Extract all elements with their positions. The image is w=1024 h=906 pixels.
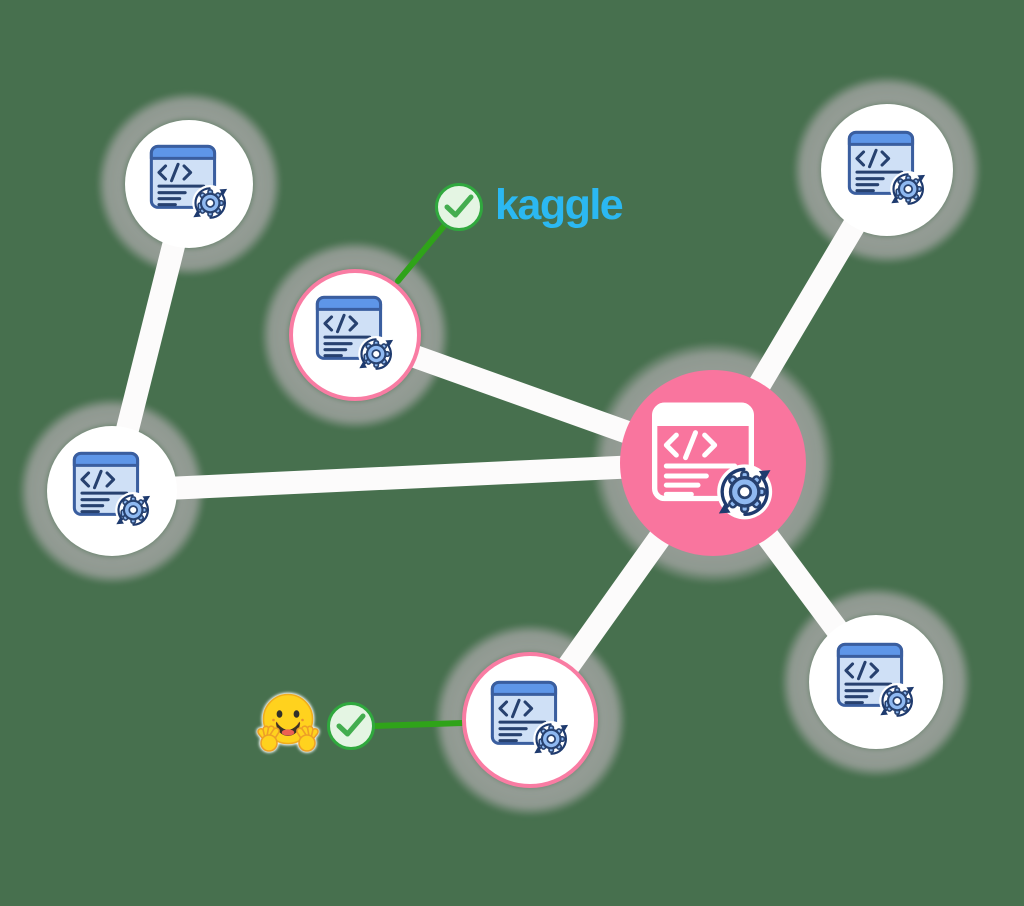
- model-node-top-left: [125, 120, 253, 248]
- model-node-left: [47, 426, 177, 556]
- checkmark-icon: [336, 713, 366, 737]
- connector-line-kaggle: [395, 223, 447, 284]
- huggingface-verified-check-icon: [327, 702, 375, 750]
- connector-line-huggingface: [372, 720, 465, 729]
- central-model-node: [620, 370, 806, 556]
- kaggle-verified-check-icon: [435, 183, 483, 231]
- checkmark-icon: [444, 194, 474, 218]
- huggingface-model-node: [462, 652, 598, 788]
- model-node-top-right: [821, 104, 953, 236]
- kaggle-logo-text: kaggle: [495, 181, 624, 229]
- edge-left-center: [100, 451, 725, 503]
- hugging-face-emoji-icon: [256, 692, 320, 759]
- kaggle-model-node: [289, 269, 421, 401]
- model-node-bottom-right: [809, 615, 943, 749]
